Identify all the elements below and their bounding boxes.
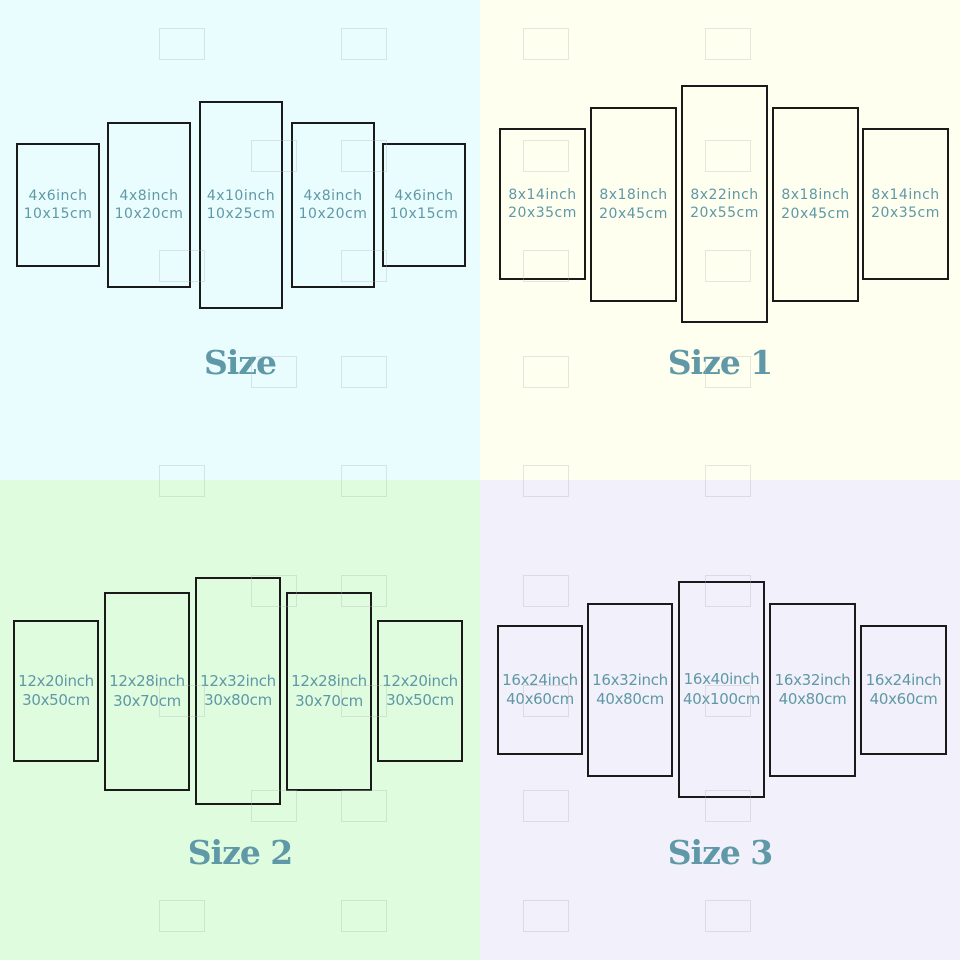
canvas-panel: 16x32inch 40x80cm	[587, 603, 673, 777]
panel-cm-size: 40x100cm	[682, 689, 761, 708]
panel-inch-size: 8x22inch	[690, 186, 759, 203]
panel-cm-size: 40x80cm	[778, 690, 847, 708]
panel-inch-size: 4x6inch	[28, 187, 88, 204]
panel-cm-size: 30x50cm	[22, 691, 90, 709]
canvas-panel: 16x32inch 40x80cm	[769, 603, 856, 777]
panel-cm-size: 20x45cm	[599, 205, 668, 222]
panel-inch-size: 16x32inch	[592, 670, 668, 689]
panel-inch-size: 12x20inch	[18, 671, 94, 690]
size-label: Size 2	[187, 833, 294, 872]
panel-cm-size: 10x25cm	[206, 206, 276, 222]
canvas-panel: 12x28inch 30x70cm	[104, 592, 190, 791]
canvas-panel: 16x40inch 40x100cm	[678, 581, 765, 798]
canvas-panel: 4x6inch 10x15cm	[382, 143, 466, 267]
panel-cm-size: 30x50cm	[386, 691, 454, 709]
panel-cm-size: 20x45cm	[781, 205, 850, 222]
panel-inch-size: 16x40inch	[683, 670, 760, 688]
panel-cm-size: 40x60cm	[506, 690, 574, 708]
canvas-panel: 12x32inch 30x80cm	[195, 577, 281, 805]
panel-inch-size: 12x28inch	[291, 672, 367, 690]
panel-cm-size: 20x35cm	[871, 205, 940, 221]
canvas-panel: 12x20inch 30x50cm	[13, 620, 99, 762]
panel-inch-size: 12x32inch	[200, 671, 276, 690]
panel-cm-size: 40x80cm	[596, 690, 664, 708]
panel-inch-size: 4x8inch	[119, 187, 179, 204]
panel-inch-size: 12x28inch	[109, 672, 185, 690]
panel-cm-size: 20x55cm	[690, 205, 759, 221]
panel-inch-size: 12x20inch	[382, 671, 458, 690]
size-group-1: 8x14inch 20x35cm 8x18inch 20x45cm 8x22in…	[480, 0, 960, 480]
panel-cm-size: 30x70cm	[113, 691, 181, 710]
panel-inch-size: 8x18inch	[781, 187, 850, 204]
canvas-panel: 12x20inch 30x50cm	[377, 620, 463, 762]
panel-inch-size: 4x6inch	[394, 187, 454, 204]
panel-cm-size: 10x15cm	[23, 206, 93, 222]
panel-inch-size: 8x14inch	[508, 186, 577, 203]
panel-inch-size: 8x14inch	[871, 186, 940, 203]
panel-inch-size: 16x32inch	[774, 670, 851, 689]
canvas-panel: 4x10inch 10x25cm	[199, 101, 283, 309]
size-group-0: 4x6inch 10x15cm 4x8inch 10x20cm 4x10inch…	[0, 0, 480, 480]
panel-inch-size: 16x24inch	[502, 670, 578, 689]
size-label: Size	[203, 343, 277, 382]
panel-cm-size: 10x20cm	[298, 206, 368, 222]
canvas-panel: 8x14inch 20x35cm	[862, 128, 949, 280]
panel-inch-size: 16x24inch	[865, 670, 942, 689]
size-group-2: 12x20inch 30x50cm 12x28inch 30x70cm 12x3…	[0, 480, 480, 960]
panel-cm-size: 30x80cm	[204, 691, 272, 709]
panel-cm-size: 10x20cm	[114, 206, 184, 222]
panel-cm-size: 40x60cm	[869, 690, 938, 708]
panel-inch-size: 8x18inch	[599, 187, 668, 204]
size-label: Size 1	[667, 343, 774, 382]
canvas-panel: 4x6inch 10x15cm	[16, 143, 100, 267]
size-group-3: 16x24inch 40x60cm 16x32inch 40x80cm 16x4…	[480, 480, 960, 960]
canvas-panel: 4x8inch 10x20cm	[291, 122, 375, 288]
panel-inch-size: 4x8inch	[303, 187, 363, 204]
size-label: Size 3	[667, 833, 774, 872]
canvas-panel: 8x18inch 20x45cm	[772, 107, 859, 302]
panel-cm-size: 30x70cm	[295, 691, 363, 710]
panel-cm-size: 20x35cm	[508, 205, 577, 221]
canvas-panel: 12x28inch 30x70cm	[286, 592, 372, 791]
canvas-panel: 4x8inch 10x20cm	[107, 122, 191, 288]
panel-cm-size: 10x15cm	[389, 206, 459, 222]
canvas-panel: 8x22inch 20x55cm	[681, 85, 768, 323]
canvas-panel: 16x24inch 40x60cm	[497, 625, 583, 755]
canvas-panel: 8x14inch 20x35cm	[499, 128, 586, 280]
canvas-panel: 16x24inch 40x60cm	[860, 625, 947, 755]
panel-inch-size: 4x10inch	[206, 187, 276, 204]
canvas-panel: 8x18inch 20x45cm	[590, 107, 677, 302]
